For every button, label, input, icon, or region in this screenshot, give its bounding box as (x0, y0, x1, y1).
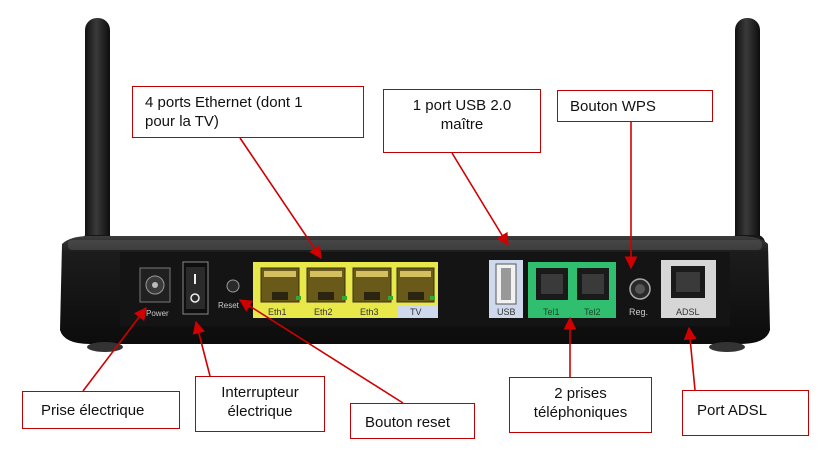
tel1-label: Tel1 (543, 307, 560, 317)
power-socket (139, 267, 171, 303)
callout-reset-button: Bouton reset (350, 403, 475, 439)
callout-reset-text: Bouton reset (365, 414, 451, 431)
tv-label: TV (410, 307, 422, 317)
callout-usb-port: 1 port USB 2.0 maître (383, 89, 541, 153)
leader-lines (82, 122, 697, 404)
usb-label: USB (497, 307, 516, 317)
callout-phone-line2: téléphoniques (533, 404, 628, 421)
callout-usb-line1: 1 port USB 2.0 (412, 97, 512, 114)
callout-power-socket: Prise électrique (22, 391, 180, 429)
callout-wps-button: Bouton WPS (557, 90, 713, 122)
eth3-label: Eth3 (360, 307, 379, 317)
leader-usb (451, 152, 509, 247)
reset-button-hole (226, 279, 240, 293)
leader-ethernet (239, 137, 322, 260)
callout-wps-text: Bouton WPS (570, 98, 656, 115)
callout-phone-ports: 2 prises téléphoniques (509, 377, 652, 433)
callout-switch-line1: Interrupteur (221, 384, 299, 401)
eth2-label: Eth2 (314, 307, 333, 317)
phone-ports-panel (528, 262, 616, 318)
wps-button (629, 278, 651, 300)
eth1-label: Eth1 (268, 307, 287, 317)
leader-adsl (683, 326, 697, 391)
callout-ethernet-line1: 4 ports Ethernet (dont 1 (145, 94, 303, 111)
callout-power-socket-text: Prise électrique (41, 402, 145, 419)
leader-power-socket (82, 306, 147, 392)
adsl-label: ADSL (676, 307, 700, 317)
leader-switch (192, 320, 211, 377)
usb-port (489, 260, 523, 318)
adsl-port (661, 260, 716, 318)
callout-adsl-port: Port ADSL (682, 390, 809, 436)
reg-label: Reg. (629, 307, 648, 317)
ethernet-panel (253, 262, 438, 318)
callout-power-switch: Interrupteur électrique (195, 376, 325, 432)
callout-usb-line2: maître (440, 116, 484, 133)
reset-label: Reset (218, 301, 240, 310)
tel2-label: Tel2 (584, 307, 601, 317)
callout-switch-line2: électrique (227, 403, 293, 420)
callout-ethernet-ports: 4 ports Ethernet (dont 1 pour la TV) (132, 86, 364, 138)
leader-reset (238, 299, 404, 404)
callout-phone-line1: 2 prises (554, 385, 607, 402)
callout-adsl-text: Port ADSL (697, 402, 768, 419)
callout-ethernet-line2: pour la TV) (145, 113, 219, 130)
power-switch (182, 261, 209, 315)
power-label: Power (146, 309, 169, 318)
